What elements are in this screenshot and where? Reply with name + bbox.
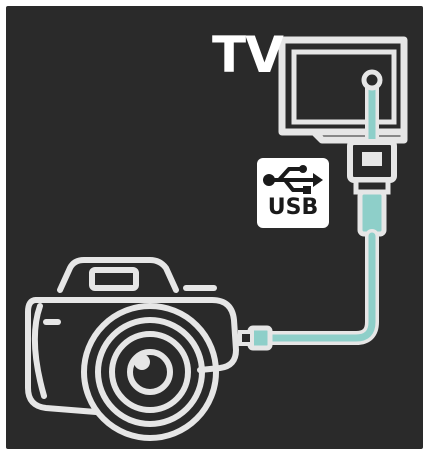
camera-icon [28, 260, 236, 438]
usb-label: USB [257, 196, 329, 220]
usb-icon [257, 160, 329, 200]
usb-badge: USB [257, 158, 329, 228]
tv-label: TV [212, 30, 283, 80]
tv-icon [282, 40, 404, 140]
